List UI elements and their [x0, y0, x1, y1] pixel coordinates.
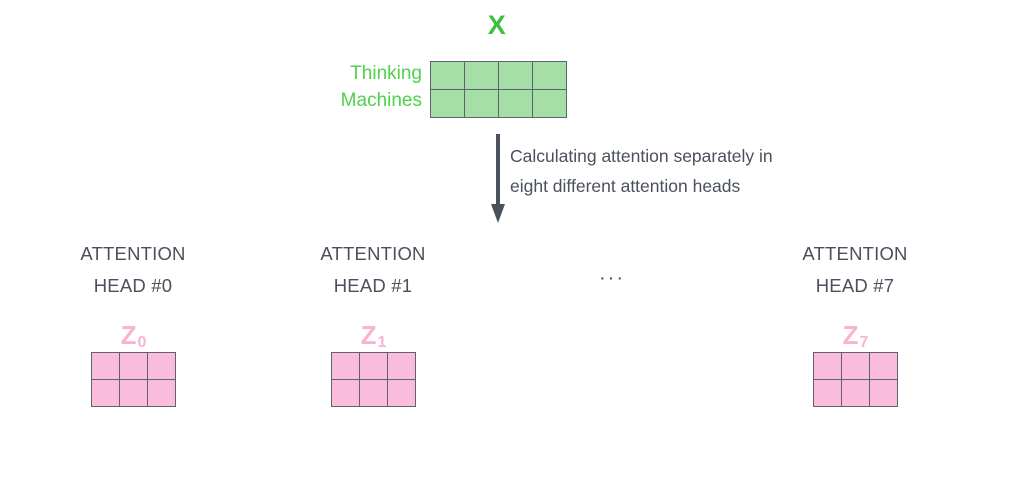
- input-row-label-thinking: Thinking: [350, 63, 422, 84]
- matrix-cell: [813, 353, 841, 379]
- matrix-cell: [331, 353, 359, 379]
- matrix-cell: [841, 353, 869, 379]
- matrix-cell: [841, 380, 869, 406]
- z-symbol: Z: [842, 320, 859, 350]
- matrix-cell: [533, 90, 566, 117]
- flow-caption-line-1: Calculating attention separately in: [510, 146, 773, 166]
- matrix-cell: [331, 380, 359, 406]
- attention-head-7-z-label: Z7: [745, 318, 965, 352]
- attention-head-0-z-label: Z0: [23, 318, 243, 352]
- matrix-cell: [465, 90, 498, 117]
- attention-head-0-title-line-2: HEAD #0: [93, 275, 173, 296]
- z-symbol: Z: [120, 320, 137, 350]
- matrix-cell: [465, 62, 498, 89]
- attention-head-7-matrix: [812, 352, 898, 407]
- matrix-cell: [359, 353, 387, 379]
- z-subscript: 1: [377, 334, 387, 351]
- attention-head-0: ATTENTION HEAD #0 Z0: [23, 238, 243, 407]
- attention-head-7-title-line-1: ATTENTION: [802, 243, 908, 264]
- z-symbol: Z: [360, 320, 377, 350]
- matrix-cell: [499, 90, 532, 117]
- matrix-cell: [869, 380, 897, 406]
- matrix-cell: [533, 62, 566, 89]
- matrix-cell: [119, 353, 147, 379]
- attention-head-1-title-line-1: ATTENTION: [320, 243, 426, 264]
- matrix-cell: [387, 353, 415, 379]
- input-row-labels: Thinking Machines: [260, 60, 422, 114]
- matrix-cell: [119, 380, 147, 406]
- attention-head-1: ATTENTION HEAD #1 Z1: [263, 238, 483, 407]
- attention-head-7: ATTENTION HEAD #7 Z7: [745, 238, 965, 407]
- matrix-cell: [387, 380, 415, 406]
- attention-head-1-title-line-2: HEAD #1: [333, 275, 413, 296]
- attention-head-0-matrix: [90, 352, 176, 407]
- matrix-cell: [359, 380, 387, 406]
- z-subscript: 7: [859, 334, 869, 351]
- attention-head-0-title-line-1: ATTENTION: [80, 243, 186, 264]
- attention-head-1-z-label: Z1: [263, 318, 483, 352]
- input-matrix-section: X Thinking Machines: [0, 0, 1018, 130]
- attention-head-7-title-line-2: HEAD #7: [815, 275, 895, 296]
- matrix-cell: [91, 380, 119, 406]
- flow-caption-line-2: eight different attention heads: [510, 176, 741, 196]
- matrix-cell: [431, 62, 464, 89]
- input-row-label-machines: Machines: [340, 90, 422, 111]
- matrix-cell: [869, 353, 897, 379]
- matrix-cell: [147, 380, 175, 406]
- attention-heads-row: ATTENTION HEAD #0 Z0 ATTENTION HEAD #1 Z…: [0, 238, 1018, 438]
- attention-head-1-title: ATTENTION HEAD #1: [263, 238, 483, 302]
- input-matrix-grid: [430, 61, 567, 118]
- matrix-cell: [147, 353, 175, 379]
- attention-head-0-title: ATTENTION HEAD #0: [23, 238, 243, 302]
- attention-head-7-title: ATTENTION HEAD #7: [745, 238, 965, 302]
- matrix-cell: [91, 353, 119, 379]
- matrix-cell: [499, 62, 532, 89]
- attention-head-1-matrix: [330, 352, 416, 407]
- down-arrow-icon: [491, 134, 505, 223]
- matrix-cell: [431, 90, 464, 117]
- flow-caption: Calculating attention separately in eigh…: [510, 141, 910, 201]
- input-matrix-label-x: X: [487, 10, 507, 40]
- heads-ellipsis: ···: [599, 267, 625, 289]
- matrix-cell: [813, 380, 841, 406]
- z-subscript: 0: [137, 334, 147, 351]
